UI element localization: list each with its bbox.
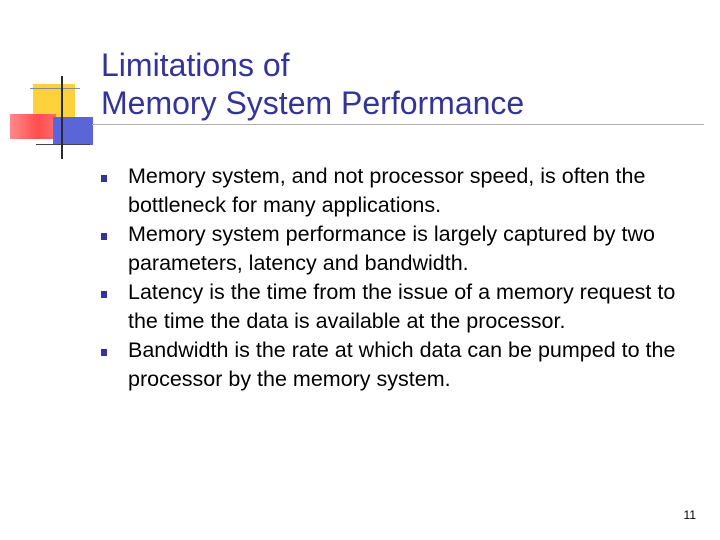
decorative-blue-square xyxy=(53,117,93,145)
bullet-text: Latency is the time from the issue of a … xyxy=(128,280,676,333)
square-bullet-icon xyxy=(101,175,107,182)
square-bullet-icon xyxy=(101,291,107,298)
bullet-text: Bandwidth is the rate at which data can … xyxy=(128,338,676,391)
bullet-item: Bandwidth is the rate at which data can … xyxy=(100,336,690,394)
bullet-item: Latency is the time from the issue of a … xyxy=(100,278,690,336)
square-bullet-icon xyxy=(101,349,107,356)
square-bullet-icon xyxy=(101,233,107,240)
bullet-text: Memory system performance is largely cap… xyxy=(128,222,655,275)
decorative-line-top xyxy=(30,88,80,89)
slide-title-line-2: Memory System Performance xyxy=(101,85,525,121)
bullet-item: Memory system performance is largely cap… xyxy=(100,220,690,278)
bullet-text: Memory system, and not processor speed, … xyxy=(128,164,646,217)
decorative-vertical-line xyxy=(61,76,63,159)
page-number: 11 xyxy=(683,508,696,522)
slide-title-line-1: Limitations of xyxy=(101,47,290,83)
title-divider xyxy=(92,124,704,125)
decorative-line-bottom xyxy=(36,144,90,145)
decorative-red-bar xyxy=(10,114,56,139)
bullet-item: Memory system, and not processor speed, … xyxy=(100,162,690,220)
slide-title: Limitations of Memory System Performance xyxy=(101,46,524,122)
bullet-list: Memory system, and not processor speed, … xyxy=(100,162,690,394)
